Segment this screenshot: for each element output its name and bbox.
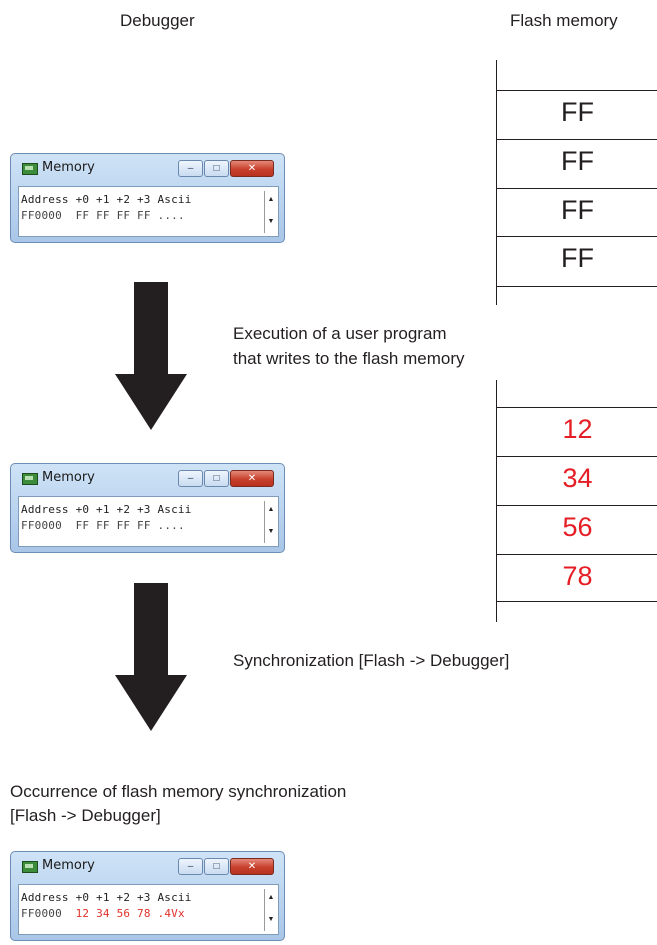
scroll-up-arrow-icon[interactable]: ▲	[267, 506, 275, 513]
step-label-execution-2: that writes to the flash memory	[233, 349, 465, 368]
flash-cell-border	[497, 601, 657, 602]
byte-value: 56	[116, 907, 131, 920]
memory-view[interactable]: Address +0 +1 +2 +3 Ascii FF0000 FF FF F…	[18, 496, 279, 547]
ascii-value: .4Vx	[157, 907, 185, 920]
memory-data-row: FF0000 FF FF FF FF ....	[21, 209, 185, 222]
memory-window-title: Memory	[42, 470, 95, 485]
memory-window-titlebar[interactable]: Memory – □ ✕	[11, 852, 284, 884]
memory-window-after-write[interactable]: Memory – □ ✕ Address +0 +1 +2 +3 Ascii F…	[10, 463, 285, 553]
memory-app-icon	[22, 473, 38, 485]
byte-value: FF	[137, 209, 151, 222]
byte-value: FF	[116, 519, 131, 532]
memory-view[interactable]: Address +0 +1 +2 +3 Ascii FF0000 12 34 5…	[18, 884, 279, 935]
memory-window-synchronized[interactable]: Memory – □ ✕ Address +0 +1 +2 +3 Ascii F…	[10, 851, 285, 941]
memory-data-row: FF0000 FF FF FF FF ....	[21, 519, 185, 532]
memory-view[interactable]: Address +0 +1 +2 +3 Ascii FF0000 FF FF F…	[18, 186, 279, 237]
byte-value: FF	[116, 209, 131, 222]
memory-scrollbar[interactable]: ▲ ▼	[264, 889, 276, 931]
flash-memory-after: 12 34 56 78	[496, 380, 657, 622]
flash-cell: 34	[497, 456, 657, 498]
memory-window-titlebar[interactable]: Memory – □ ✕	[11, 154, 284, 186]
byte-value: 34	[96, 907, 110, 920]
minimize-button[interactable]: –	[178, 470, 203, 487]
occurrence-caption-2: [Flash -> Debugger]	[10, 806, 161, 825]
scroll-down-arrow-icon[interactable]: ▼	[267, 916, 275, 923]
byte-value: FF	[96, 209, 110, 222]
memory-scrollbar[interactable]: ▲ ▼	[264, 191, 276, 233]
memory-column-header: Address +0 +1 +2 +3 Ascii	[21, 891, 192, 904]
close-button[interactable]: ✕	[230, 858, 274, 875]
flash-cell: 56	[497, 505, 657, 547]
byte-value: 12	[75, 907, 90, 920]
memory-app-icon	[22, 861, 38, 873]
minimize-button[interactable]: –	[178, 160, 203, 177]
flash-cell: 78	[497, 554, 657, 596]
flash-cell: FF	[497, 188, 657, 230]
down-arrow-icon	[115, 282, 187, 430]
maximize-button[interactable]: □	[204, 470, 229, 487]
close-button[interactable]: ✕	[230, 470, 274, 487]
memory-column-header: Address +0 +1 +2 +3 Ascii	[21, 503, 192, 516]
memory-window-title: Memory	[42, 858, 95, 873]
flash-cell: 12	[497, 407, 657, 449]
ascii-value: ....	[157, 519, 185, 532]
byte-value: 78	[137, 907, 151, 920]
maximize-button[interactable]: □	[204, 160, 229, 177]
flash-cell-border	[497, 286, 657, 287]
flash-cell: FF	[497, 236, 657, 278]
memory-window-initial[interactable]: Memory – □ ✕ Address +0 +1 +2 +3 Ascii F…	[10, 153, 285, 243]
byte-value: FF	[75, 209, 90, 222]
step-label-execution: Execution of a user program	[233, 324, 447, 343]
address-value: FF0000	[21, 519, 62, 532]
memory-scrollbar[interactable]: ▲ ▼	[264, 501, 276, 543]
flash-cell: FF	[497, 90, 657, 132]
ascii-value: ....	[157, 209, 185, 222]
memory-window-titlebar[interactable]: Memory – □ ✕	[11, 464, 284, 496]
down-arrow-icon	[115, 583, 187, 731]
flash-cell: FF	[497, 139, 657, 181]
flash-memory-header: Flash memory	[510, 11, 618, 30]
memory-data-row: FF0000 12 34 56 78 .4Vx	[21, 907, 185, 920]
minimize-button[interactable]: –	[178, 858, 203, 875]
address-value: FF0000	[21, 907, 62, 920]
scroll-down-arrow-icon[interactable]: ▼	[267, 218, 275, 225]
memory-window-title: Memory	[42, 160, 95, 175]
debugger-header: Debugger	[120, 11, 195, 30]
address-value: FF0000	[21, 209, 62, 222]
scroll-up-arrow-icon[interactable]: ▲	[267, 894, 275, 901]
byte-value: FF	[137, 519, 151, 532]
byte-value: FF	[96, 519, 110, 532]
maximize-button[interactable]: □	[204, 858, 229, 875]
step-label-synchronization: Synchronization [Flash -> Debugger]	[233, 651, 510, 670]
close-button[interactable]: ✕	[230, 160, 274, 177]
scroll-down-arrow-icon[interactable]: ▼	[267, 528, 275, 535]
scroll-up-arrow-icon[interactable]: ▲	[267, 196, 275, 203]
flash-memory-before: FF FF FF FF	[496, 60, 657, 305]
occurrence-caption: Occurrence of flash memory synchronizati…	[10, 782, 347, 801]
memory-column-header: Address +0 +1 +2 +3 Ascii	[21, 193, 192, 206]
memory-app-icon	[22, 163, 38, 175]
byte-value: FF	[75, 519, 90, 532]
